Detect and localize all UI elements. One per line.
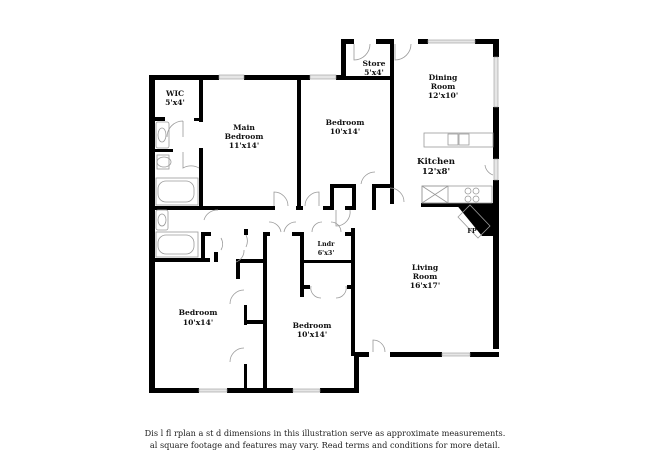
room-dims-living: 16'x17': [410, 281, 440, 290]
room-dims-bedroom-bottom-left: 10'x14': [183, 318, 213, 327]
room-label-kitchen: Kitchen: [417, 157, 456, 167]
room-label-bedroom-bottom-middle: Bedroom: [293, 321, 332, 330]
room-label-bedroom-bottom-left: Bedroom: [179, 308, 218, 317]
room-dims-kitchen: 12'x8': [422, 167, 450, 177]
room-label-living-2: Room: [413, 272, 437, 281]
room-dims-main-bedroom: 11'x14': [229, 141, 259, 150]
interior-walls: [149, 39, 499, 392]
room-label-wic: WIC: [165, 89, 184, 98]
room-dims-bedroom-bottom-middle: 10'x14': [297, 330, 327, 339]
fixtures: [155, 121, 494, 258]
room-label-store: Store: [363, 59, 386, 68]
room-dims-dining: 12'x10': [428, 91, 458, 100]
room-label-dining-1: Dining: [429, 73, 458, 82]
doors: [166, 43, 494, 363]
room-dims-bedroom-top: 10'x14': [330, 127, 360, 136]
room-label-living-1: Living: [412, 263, 439, 272]
fireplace-label: FP: [467, 227, 477, 235]
room-label-laundry: Lndr: [318, 240, 336, 248]
disclaimer: Dis l fl rplan a st d dimensions in this…: [0, 428, 650, 451]
room-dims-wic: 5'x4': [165, 98, 185, 107]
windows: [198, 39, 499, 393]
room-label-main-bedroom-1: Main: [233, 123, 255, 132]
disclaimer-line-2: al square footage and features may vary.…: [149, 439, 501, 450]
exterior-walls: [149, 39, 499, 393]
disclaimer-line-1: Dis l fl rplan a st d dimensions in this…: [144, 428, 506, 438]
room-dims-laundry: 6'x3': [318, 249, 335, 257]
room-label-main-bedroom-2: Bedroom: [225, 132, 264, 141]
room-labels: WIC 5'x4' Main Bedroom 11'x14' Bedroom 1…: [165, 59, 477, 339]
room-label-bedroom-top: Bedroom: [326, 118, 365, 127]
room-dims-store: 5'x4': [364, 68, 384, 77]
room-label-dining-2: Room: [431, 82, 455, 91]
